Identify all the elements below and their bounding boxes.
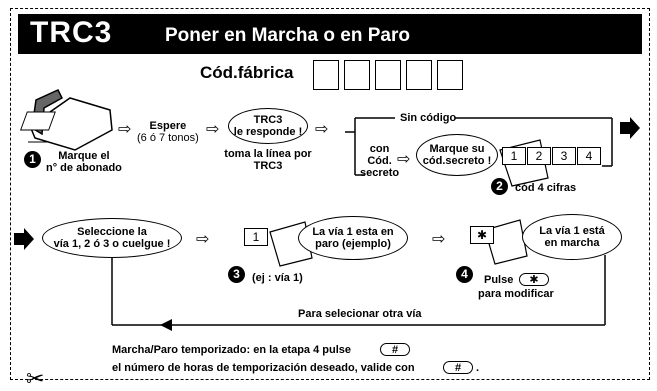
code-digit: 1 bbox=[502, 147, 526, 165]
pulse-label: Pulse bbox=[484, 274, 514, 286]
with-code-line2: Cód. bbox=[367, 155, 392, 167]
takes-line-line2: TRC3 bbox=[253, 160, 283, 172]
hollow-arrow-icon: ⇨ bbox=[196, 231, 210, 248]
secret-line2: cód.secreto ! bbox=[422, 155, 492, 167]
wait-line2: (6 ó 7 tonos) bbox=[137, 132, 199, 144]
select-line1: Seleccione la bbox=[77, 226, 147, 238]
hollow-arrow-icon: ⇨ bbox=[432, 231, 446, 248]
hollow-arrow-icon: ⇨ bbox=[206, 121, 220, 138]
select-line2: vía 1, 2 ó 3 o cuelgue ! bbox=[53, 238, 171, 250]
takes-line-text: toma la línea por TRC3 bbox=[222, 148, 314, 172]
step-number-2: 2 bbox=[491, 178, 508, 195]
step-number-4: 4 bbox=[456, 266, 473, 283]
with-code-line3: secreto bbox=[360, 167, 400, 179]
factory-code-cell bbox=[406, 60, 432, 90]
step-number-1: 1 bbox=[24, 151, 41, 168]
example-caption: (ej : vía 1) bbox=[252, 272, 303, 284]
line-key: 1 bbox=[244, 228, 268, 246]
no-code-label: Sin código bbox=[400, 112, 457, 124]
status-on-line2: en marcha bbox=[544, 237, 600, 249]
to-modify-label: para modificar bbox=[478, 288, 554, 300]
code-digit: 2 bbox=[527, 147, 551, 165]
instruction-card bbox=[10, 8, 650, 380]
step-number-3: 3 bbox=[228, 266, 245, 283]
star-key: ✱ bbox=[470, 226, 494, 244]
hollow-arrow-icon: ⇨ bbox=[315, 121, 329, 138]
code-4-digits-caption: cód 4 cifras bbox=[515, 182, 577, 194]
secret-line1: Marque su bbox=[429, 143, 485, 155]
step1-line1: Marque el bbox=[58, 150, 110, 162]
step1-line2: n° de abonado bbox=[46, 162, 122, 174]
star-key-pill: ✱ bbox=[519, 273, 549, 286]
factory-code-cell bbox=[375, 60, 401, 90]
answer-line1: TRC3 bbox=[253, 114, 283, 126]
footer-line1: Marcha/Paro temporizado: en la etapa 4 p… bbox=[112, 344, 351, 356]
status-on-line1: La vía 1 está bbox=[539, 225, 605, 237]
telephone-icon bbox=[20, 89, 113, 151]
loop-label: Para selecionar otra vía bbox=[298, 308, 422, 320]
scissors-icon: ✂ bbox=[26, 366, 45, 391]
answer-line2: le responde ! bbox=[233, 126, 303, 138]
wait-instruction: Espere (6 ó 7 tonos) bbox=[137, 120, 199, 144]
status-off-line1: La vía 1 esta en bbox=[312, 226, 394, 238]
page-title: TRC3 bbox=[30, 16, 113, 49]
hollow-arrow-icon: ⇨ bbox=[118, 121, 132, 138]
hash-key-pill: # bbox=[443, 361, 473, 374]
code-digit: 4 bbox=[577, 147, 601, 165]
factory-code-cell bbox=[344, 60, 370, 90]
factory-code-label: Cód.fábrica bbox=[200, 63, 294, 82]
header-bar bbox=[18, 14, 642, 54]
step1-instruction: Marque el n° de abonado bbox=[46, 150, 122, 174]
wait-line1: Espere bbox=[149, 120, 187, 132]
footer-line2: el número de horas de temporización dese… bbox=[112, 362, 415, 374]
page-subtitle: Poner en Marcha o en Paro bbox=[165, 25, 410, 46]
status-off-line2: paro (ejemplo) bbox=[315, 238, 391, 250]
hash-key-pill: # bbox=[380, 343, 410, 356]
factory-code-cell bbox=[437, 60, 463, 90]
code-digit: 3 bbox=[552, 147, 576, 165]
with-code-line1: con bbox=[369, 143, 390, 155]
footer-line2-text: el número de horas de temporización dese… bbox=[112, 362, 415, 374]
with-code-label: con Cód. secreto bbox=[360, 143, 399, 179]
arrow-right-icon bbox=[620, 117, 640, 139]
footer-period: . bbox=[476, 362, 480, 374]
hollow-arrow-icon: ⇨ bbox=[397, 151, 411, 168]
factory-code-cell bbox=[313, 60, 339, 90]
takes-line-line1: toma la línea por bbox=[224, 148, 312, 160]
arrow-right-icon bbox=[14, 228, 34, 250]
footer-line1-text: Marcha/Paro temporizado: en la etapa 4 p… bbox=[112, 344, 352, 356]
